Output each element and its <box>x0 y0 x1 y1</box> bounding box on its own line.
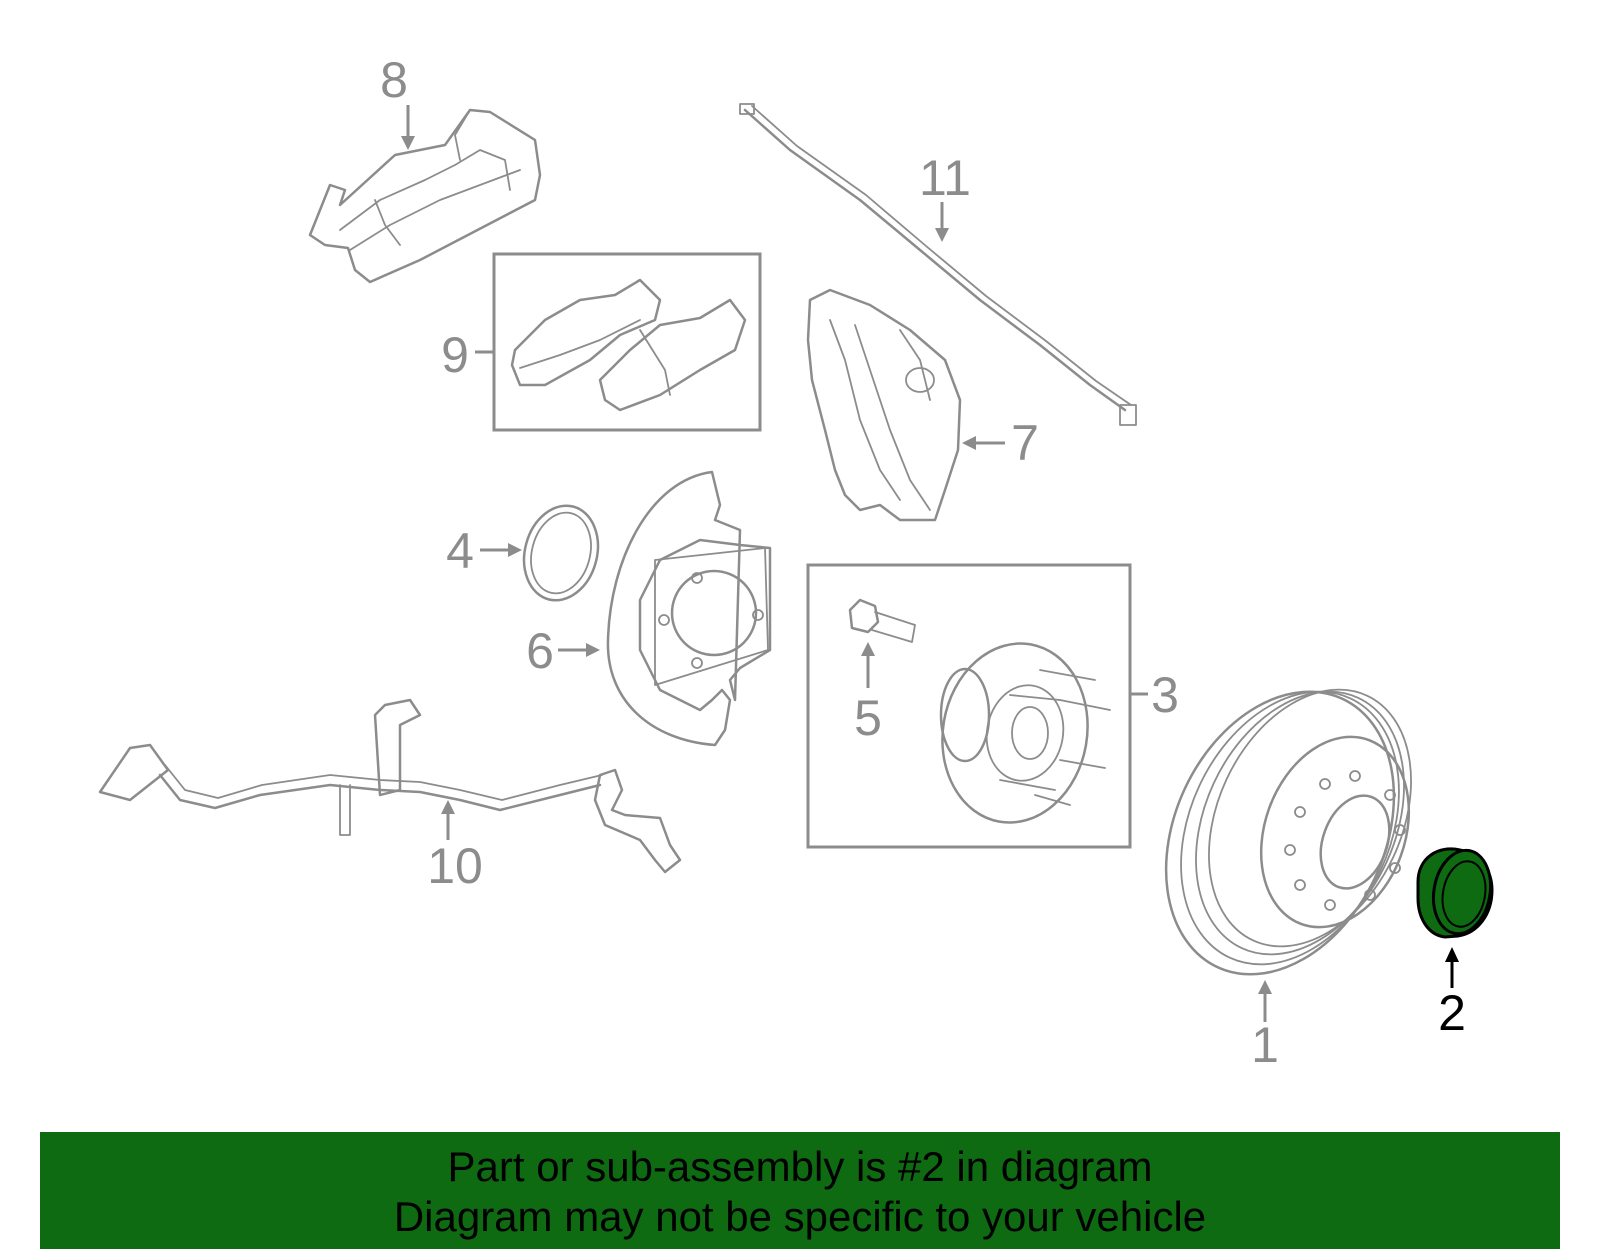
part-3-box <box>806 563 1132 849</box>
callout-10: 10 <box>427 838 483 894</box>
part-9-brake-pads <box>510 278 747 412</box>
callout-11: 11 <box>919 150 971 206</box>
arrow-6 <box>558 643 600 657</box>
banner-line-1: Part or sub-assembly is #2 in diagram <box>447 1143 1153 1190</box>
arrow-7 <box>962 436 1005 450</box>
callout-5: 5 <box>854 690 882 746</box>
arrow-8 <box>401 105 415 150</box>
arrow-5 <box>861 642 875 688</box>
part-9-box <box>492 252 762 432</box>
part-8-caliper-bracket <box>308 108 542 284</box>
callout-4: 4 <box>446 523 474 579</box>
callout-2: 2 <box>1438 985 1466 1041</box>
callout-9: 9 <box>441 327 469 383</box>
callout-6: 6 <box>526 623 554 679</box>
part-10-abs-harness <box>98 698 682 874</box>
part-4-seal <box>522 504 600 602</box>
part-3-hub <box>939 642 1111 824</box>
arrow-4 <box>480 543 522 557</box>
callout-1: 1 <box>1251 1017 1279 1073</box>
callout-7: 7 <box>1011 415 1039 471</box>
part-11-wear-sensor <box>739 103 1137 426</box>
part-2-dust-cap[interactable] <box>1416 846 1497 939</box>
callout-8: 8 <box>380 52 408 108</box>
parts-diagram: 8 9 11 7 4 <box>98 52 1497 1073</box>
callout-3: 3 <box>1151 667 1179 723</box>
part-6-dust-shield <box>606 470 772 747</box>
part-7-caliper <box>806 288 962 522</box>
arrow-10 <box>441 800 455 840</box>
banner-line-2: Diagram may not be specific to your vehi… <box>393 1193 1207 1240</box>
arrow-11 <box>935 202 949 242</box>
info-banner: Part or sub-assembly is #2 in diagram Di… <box>40 1132 1560 1249</box>
part-5-bolt <box>848 598 916 643</box>
arrow-1 <box>1258 980 1272 1022</box>
part-1-rotor <box>1164 688 1412 976</box>
arrow-2 <box>1445 947 1459 988</box>
